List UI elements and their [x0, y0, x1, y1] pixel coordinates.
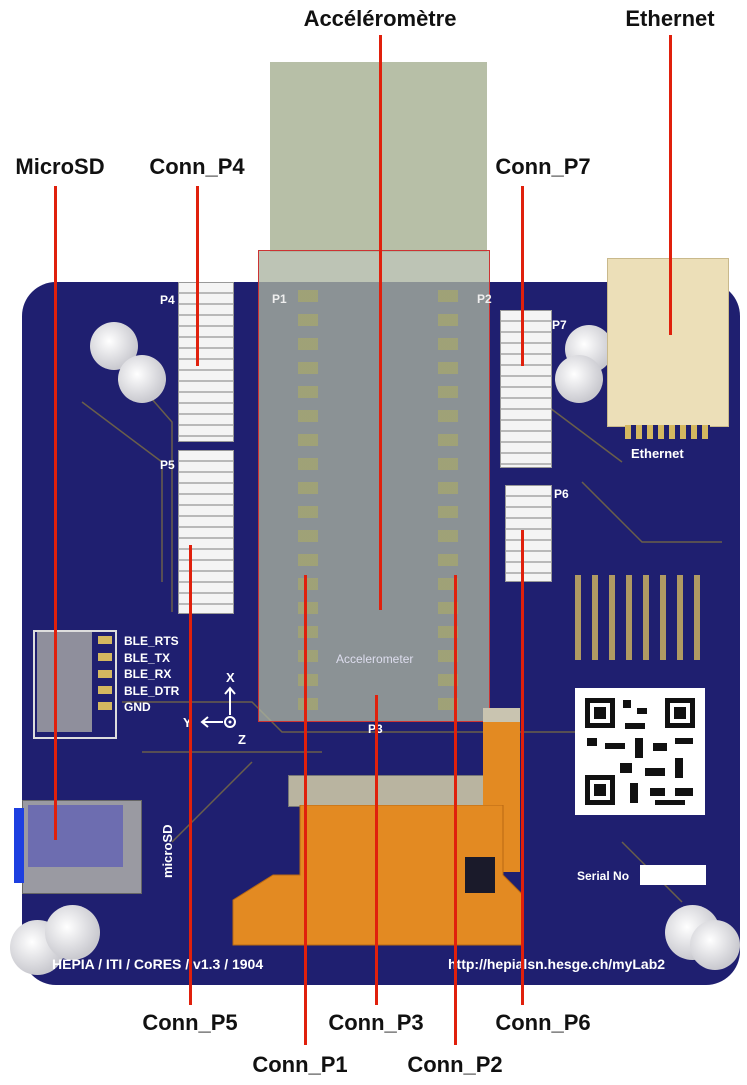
callout-line-conn-p2 [454, 575, 457, 1045]
ble-outline [33, 630, 117, 739]
ble-module [37, 632, 92, 732]
pad-row [438, 290, 458, 710]
callout-conn-p1: Conn_P1 [252, 1052, 348, 1077]
axis-arrows-icon [200, 686, 236, 728]
p1-silk: P1 [272, 292, 287, 306]
callout-conn-p2: Conn_P2 [407, 1052, 503, 1077]
callout-line-microsd [54, 186, 57, 840]
standoff [690, 920, 740, 970]
accelerometer-module-top [270, 62, 487, 252]
accelerometer-silk: Accelerometer [336, 652, 414, 666]
microsd-silk: microSD [160, 824, 175, 878]
callout-conn-p4: Conn_P4 [149, 154, 245, 179]
flex-connector-small [483, 708, 520, 722]
standoff [555, 355, 603, 403]
flex-cable [232, 805, 524, 946]
callout-line-conn-p4 [196, 186, 199, 366]
component-array [575, 575, 705, 660]
callout-conn-p5: Conn_P5 [142, 1010, 238, 1035]
ethernet-silk-label: Ethernet [631, 446, 684, 461]
callout-line-conn-p7 [521, 186, 524, 366]
axis-y-label: Y [183, 715, 192, 730]
callout-accelerometre: Accéléromètre [303, 6, 457, 31]
microsd-card-edge [14, 808, 24, 883]
axis-x-label: X [226, 670, 235, 685]
header-p5 [178, 450, 234, 614]
p7-silk: P7 [552, 318, 567, 332]
p4-silk: P4 [160, 293, 175, 307]
microsd-card [28, 805, 123, 867]
footer-left-silk: HEPIA / ITI / CoRES / v1.3 / 1904 [52, 956, 264, 972]
p6-silk: P6 [554, 487, 569, 501]
ble-pin-label: BLE_DTR [124, 683, 180, 698]
callout-line-conn-p6 [521, 530, 524, 1005]
callout-microsd: MicroSD [15, 154, 105, 179]
ethernet-jack [607, 258, 729, 427]
callout-line-accelerometre [379, 35, 382, 610]
pad [98, 702, 112, 710]
axis-z-label: Z [238, 732, 246, 747]
callout-line-conn-p3 [375, 695, 378, 1005]
pad [98, 686, 112, 694]
header-p6 [505, 485, 552, 582]
standoff [45, 905, 100, 960]
ble-pin-label: GND [124, 700, 151, 714]
pad [98, 636, 112, 644]
callout-conn-p7: Conn_P7 [495, 154, 591, 179]
pad [98, 653, 112, 661]
callout-ethernet: Ethernet [625, 6, 715, 31]
footer-right-silk: http://hepialsn.hesge.ch/myLab2 [448, 956, 666, 972]
p5-silk: P5 [160, 458, 175, 472]
pad [98, 670, 112, 678]
qr-code [575, 688, 705, 815]
header-p7 [500, 310, 552, 468]
header-p4 [178, 282, 234, 442]
callout-conn-p3: Conn_P3 [328, 1010, 424, 1035]
ble-pin-label: BLE_RTS [124, 634, 179, 648]
pad-row [298, 290, 318, 710]
callout-conn-p6: Conn_P6 [495, 1010, 591, 1035]
serial-no-field [640, 865, 706, 885]
p2-silk: P2 [477, 292, 492, 306]
callout-line-conn-p1 [304, 575, 307, 1045]
ble-pin-labels: BLE_RTS BLE_TX BLE_RX BLE_DTR GND [124, 633, 179, 716]
standoff [118, 355, 166, 403]
ethernet-pins [625, 425, 710, 439]
serial-no-label: Serial No [577, 869, 630, 883]
callout-line-ethernet [669, 35, 672, 335]
ble-pin-label: BLE_TX [124, 650, 171, 665]
qr-code-icon [585, 698, 695, 805]
ble-pin-label: BLE_RX [124, 667, 172, 681]
callout-line-conn-p5 [189, 545, 192, 1005]
